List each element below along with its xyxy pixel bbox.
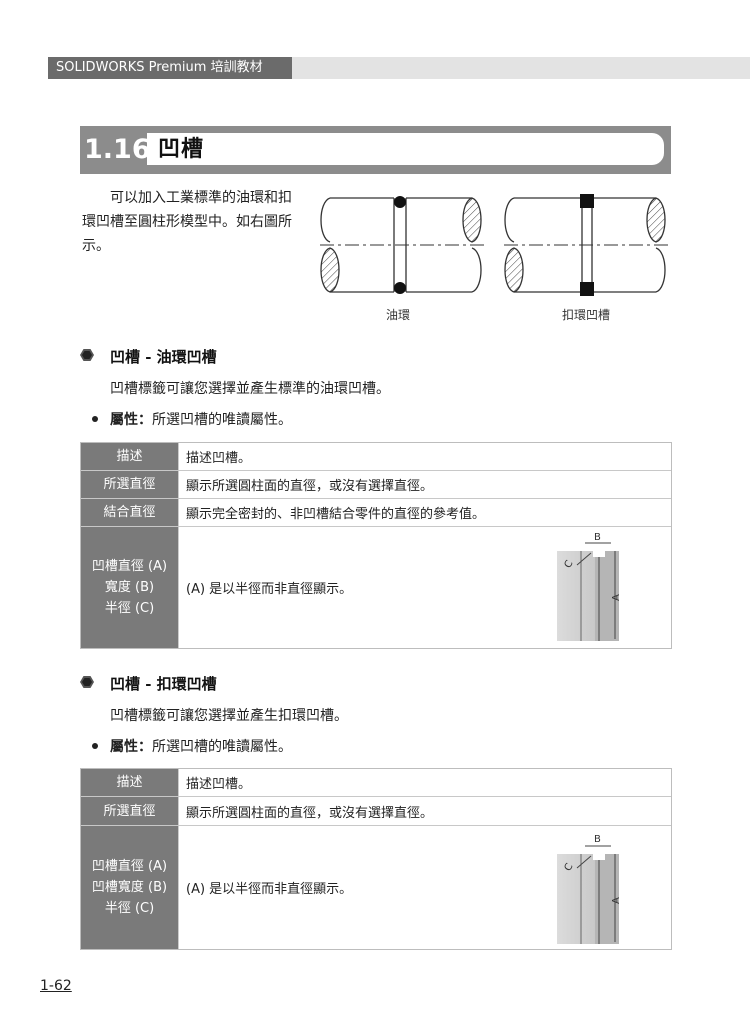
subsection1-description: 凹槽標籤可讓您選擇並產生標準的油環凹槽。 bbox=[110, 381, 390, 397]
oring-label: 油環 bbox=[386, 308, 411, 322]
hexagon-bullet-icon bbox=[80, 676, 94, 688]
row-header: 凹槽直徑 (A) 凹槽寬度 (B) 半徑 (C) bbox=[81, 826, 178, 949]
dim-a-label: A bbox=[611, 897, 622, 904]
row-value: 顯示所選圓柱面的直徑，或沒有選擇直徑。 bbox=[186, 805, 434, 821]
bullet-dot bbox=[92, 743, 98, 749]
table-row: 凹槽直徑 (A) 凹槽寬度 (B) 半徑 (C) (A) 是以半徑而非直徑顯示。… bbox=[81, 826, 671, 949]
row-header: 描述 bbox=[81, 769, 178, 796]
property-label: 屬性： bbox=[110, 739, 152, 755]
property-text: 所選凹槽的唯讀屬性。 bbox=[152, 739, 292, 755]
page-number: 1-62 bbox=[40, 978, 72, 994]
dim-c-label: C bbox=[563, 559, 576, 571]
row-header: 描述 bbox=[81, 443, 178, 470]
row-value: 描述凹槽。 bbox=[186, 451, 252, 466]
row-header: 所選直徑 bbox=[81, 797, 178, 825]
groove-dimension-diagram: B A C bbox=[557, 532, 622, 641]
table-row: 凹槽直徑 (A) 寬度 (B) 半徑 (C) (A) 是以半徑而非直徑顯示。 B… bbox=[81, 527, 671, 648]
retaining-label: 扣環凹槽 bbox=[562, 308, 611, 322]
row-header: 凹槽直徑 (A) 寬度 (B) 半徑 (C) bbox=[81, 527, 178, 648]
row-value: (A) 是以半徑而非直徑顯示。 bbox=[186, 882, 353, 897]
book-title: SOLIDWORKS Premium 培訓教材 bbox=[48, 57, 292, 79]
table-row: 結合直徑 顯示完全密封的、非凹槽結合零件的直徑的參考值。 bbox=[81, 499, 671, 527]
section-title-box bbox=[147, 133, 664, 165]
subsection1-title: 凹槽 - 油環凹槽 bbox=[110, 348, 217, 366]
dim-c-label: C bbox=[563, 862, 576, 874]
header-line: 凹槽寬度 (B) bbox=[91, 880, 168, 895]
table-row: 描述 描述凹槽。 bbox=[81, 443, 671, 471]
oring-properties-table: 描述 描述凹槽。 所選直徑 顯示所選圓柱面的直徑，或沒有選擇直徑。 結合直徑 顯… bbox=[80, 442, 672, 649]
bullet-dot bbox=[92, 416, 98, 422]
oring-groove-figure bbox=[320, 196, 484, 294]
retaining-groove-figure bbox=[504, 194, 668, 296]
table-row: 描述 描述凹槽。 bbox=[81, 769, 671, 797]
table-row: 所選直徑 顯示所選圓柱面的直徑，或沒有選擇直徑。 bbox=[81, 471, 671, 499]
header-line: 凹槽直徑 (A) bbox=[91, 859, 168, 874]
subsection2-description: 凹槽標籤可讓您選擇並產生扣環凹槽。 bbox=[110, 708, 348, 724]
dim-b-label: B bbox=[594, 834, 601, 845]
header-line: 半徑 (C) bbox=[104, 601, 155, 616]
section-number: 1.16 bbox=[84, 134, 151, 165]
row-value: 描述凹槽。 bbox=[186, 777, 252, 792]
row-value: 顯示完全密封的、非凹槽結合零件的直徑的參考值。 bbox=[186, 507, 486, 522]
property-text: 所選凹槽的唯讀屬性。 bbox=[152, 412, 292, 428]
row-header: 結合直徑 bbox=[81, 499, 178, 526]
retaining-properties-table: 描述 描述凹槽。 所選直徑 顯示所選圓柱面的直徑，或沒有選擇直徑。 凹槽直徑 (… bbox=[80, 768, 672, 950]
groove-dimension-diagram: B A C bbox=[557, 834, 622, 944]
dim-b-label: B bbox=[594, 532, 601, 543]
row-value: (A) 是以半徑而非直徑顯示。 bbox=[186, 582, 353, 597]
subsection2-property: 屬性：所選凹槽的唯讀屬性。 bbox=[110, 736, 292, 756]
row-header: 所選直徑 bbox=[81, 471, 178, 498]
intro-paragraph: 可以加入工業標準的油環和扣環凹槽至圓柱形模型中。如右圖所示。 bbox=[82, 190, 292, 254]
subsection1-property: 屬性：所選凹槽的唯讀屬性。 bbox=[110, 409, 292, 429]
dim-a-label: A bbox=[611, 594, 622, 601]
subsection2-title: 凹槽 - 扣環凹槽 bbox=[110, 675, 217, 693]
header-line: 半徑 (C) bbox=[104, 901, 155, 916]
property-label: 屬性： bbox=[110, 412, 152, 428]
row-value: 顯示所選圓柱面的直徑，或沒有選擇直徑。 bbox=[186, 479, 434, 494]
header-line: 凹槽直徑 (A) bbox=[91, 559, 168, 574]
header-line: 寬度 (B) bbox=[104, 580, 155, 595]
section-title: 凹槽 bbox=[158, 136, 205, 162]
hexagon-bullet-icon bbox=[80, 349, 94, 361]
table-row: 所選直徑 顯示所選圓柱面的直徑，或沒有選擇直徑。 bbox=[81, 797, 671, 826]
